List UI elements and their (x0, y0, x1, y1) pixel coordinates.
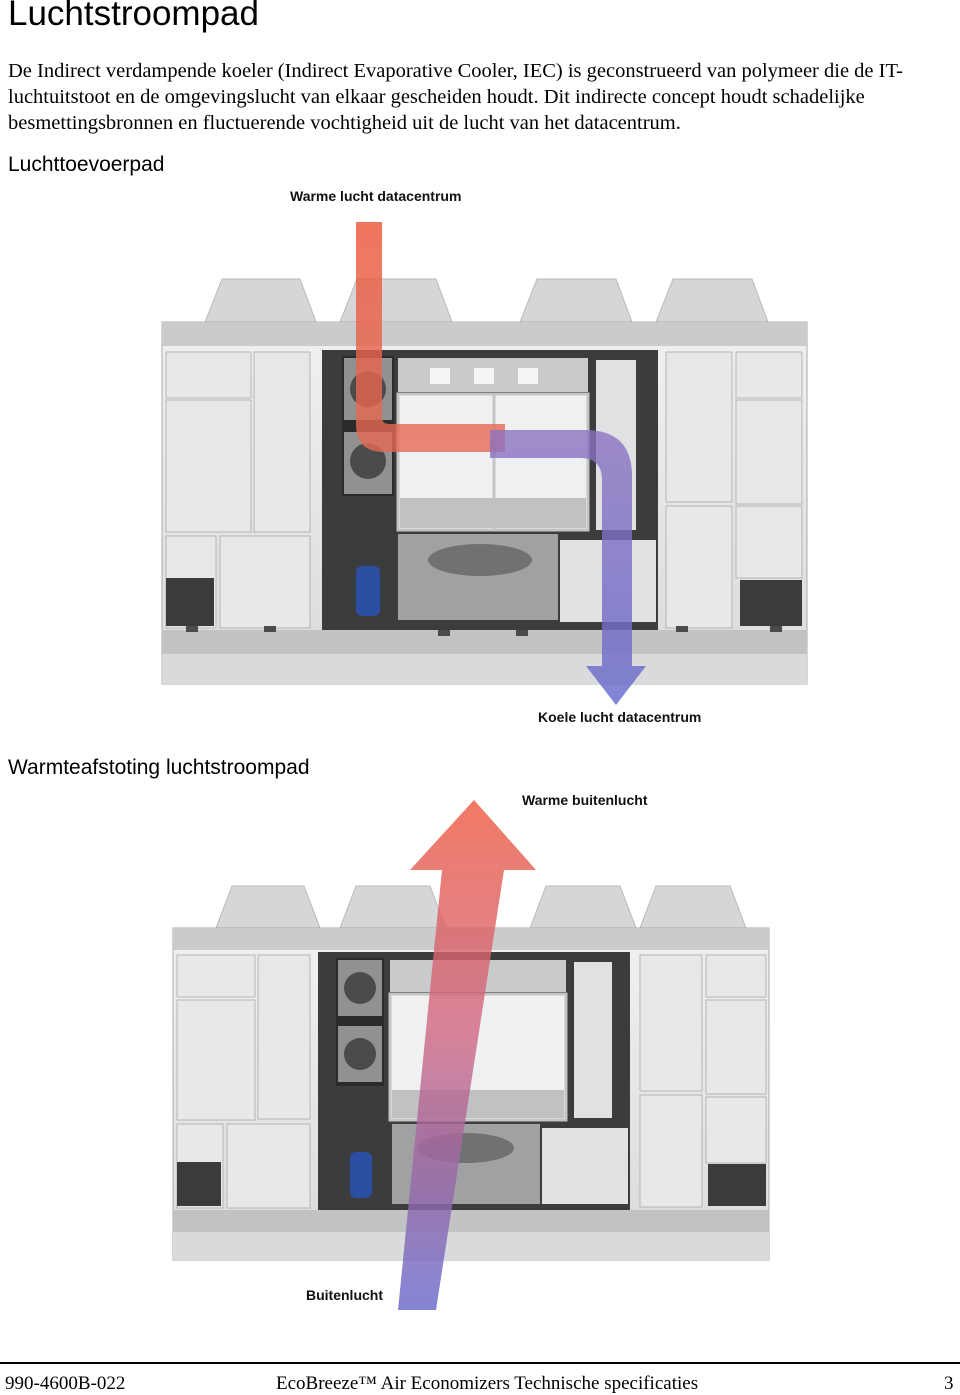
rejection-section-heading: Warmteafstoting luchtstroompad (8, 756, 310, 779)
warm-outside-air-label: Warme buitenlucht (522, 792, 648, 808)
supply-airflow-diagram (161, 222, 808, 705)
intro-paragraph: De Indirect verdampende koeler (Indirect… (8, 60, 903, 134)
heat-rejection-arrow (398, 800, 536, 1310)
roof-hoods-2 (215, 885, 747, 929)
warm-datacenter-air-label: Warme lucht datacentrum (290, 188, 462, 204)
page-title: Luchtstroompad (8, 0, 259, 33)
cool-air-arrow (490, 430, 646, 705)
footer-page-number: 3 (944, 1373, 954, 1394)
footer-doc-number: 990-4600B-022 (5, 1373, 126, 1394)
rejection-airflow-diagram (172, 800, 770, 1310)
outside-air-label: Buitenlucht (306, 1287, 383, 1303)
cool-datacenter-air-label: Koele lucht datacentrum (538, 709, 702, 725)
supply-section-heading: Luchttoevoerpad (8, 153, 165, 176)
right-side-panels (665, 351, 803, 629)
pump-unit (356, 566, 380, 616)
warm-air-arrow (356, 222, 505, 452)
footer-doc-title: EcoBreeze™ Air Economizers Technische sp… (276, 1373, 699, 1394)
footer-rule (0, 1362, 960, 1364)
roof-hoods (204, 278, 769, 323)
